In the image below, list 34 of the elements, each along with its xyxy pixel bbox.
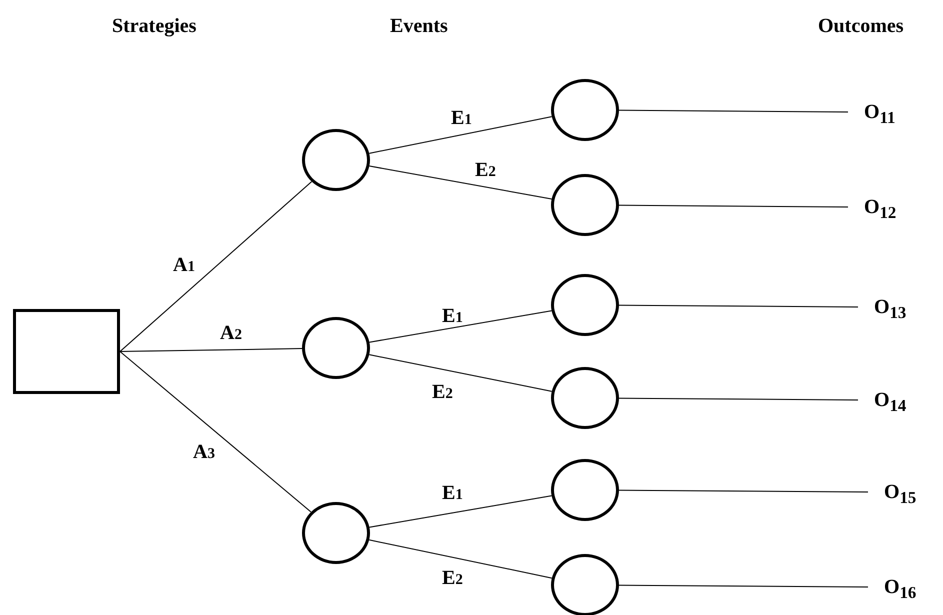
branch-line	[120, 181, 312, 352]
chance-circle	[551, 174, 619, 236]
chance-circle	[302, 129, 370, 191]
branch-line	[120, 348, 302, 352]
branch-line	[368, 495, 552, 528]
outcome-label: O$_{11}$	[848, 100, 918, 124]
branch-line	[368, 354, 552, 392]
column-heading: Strategies	[112, 16, 196, 36]
branch-line	[618, 110, 848, 112]
chance-circle	[551, 459, 619, 521]
chance-circle	[551, 554, 619, 615]
branch-line	[618, 584, 868, 588]
branch-line	[120, 351, 312, 512]
chance-circle	[551, 79, 619, 141]
branch-line	[618, 204, 848, 208]
outcome-label: O$_{16}$	[868, 575, 938, 599]
branch-line	[618, 398, 858, 400]
outcome-label: O$_{14}$	[858, 388, 928, 412]
outcome-label: O$_{13}$	[858, 295, 928, 319]
chance-circle	[302, 502, 370, 564]
branch-line	[368, 539, 552, 579]
decision-box	[13, 309, 120, 394]
outcome-label: O$_{12}$	[848, 195, 918, 219]
branch-line	[618, 304, 858, 308]
chance-circle	[302, 317, 370, 379]
column-heading: Outcomes	[818, 16, 904, 36]
chance-circle	[551, 274, 619, 336]
column-heading: Events	[390, 16, 448, 36]
outcome-label: O$_{15}$	[868, 480, 938, 504]
chance-circle	[551, 367, 619, 429]
branch-line	[618, 490, 868, 492]
branch-line	[368, 166, 552, 200]
branch-line	[368, 310, 552, 343]
branch-line	[368, 116, 552, 154]
